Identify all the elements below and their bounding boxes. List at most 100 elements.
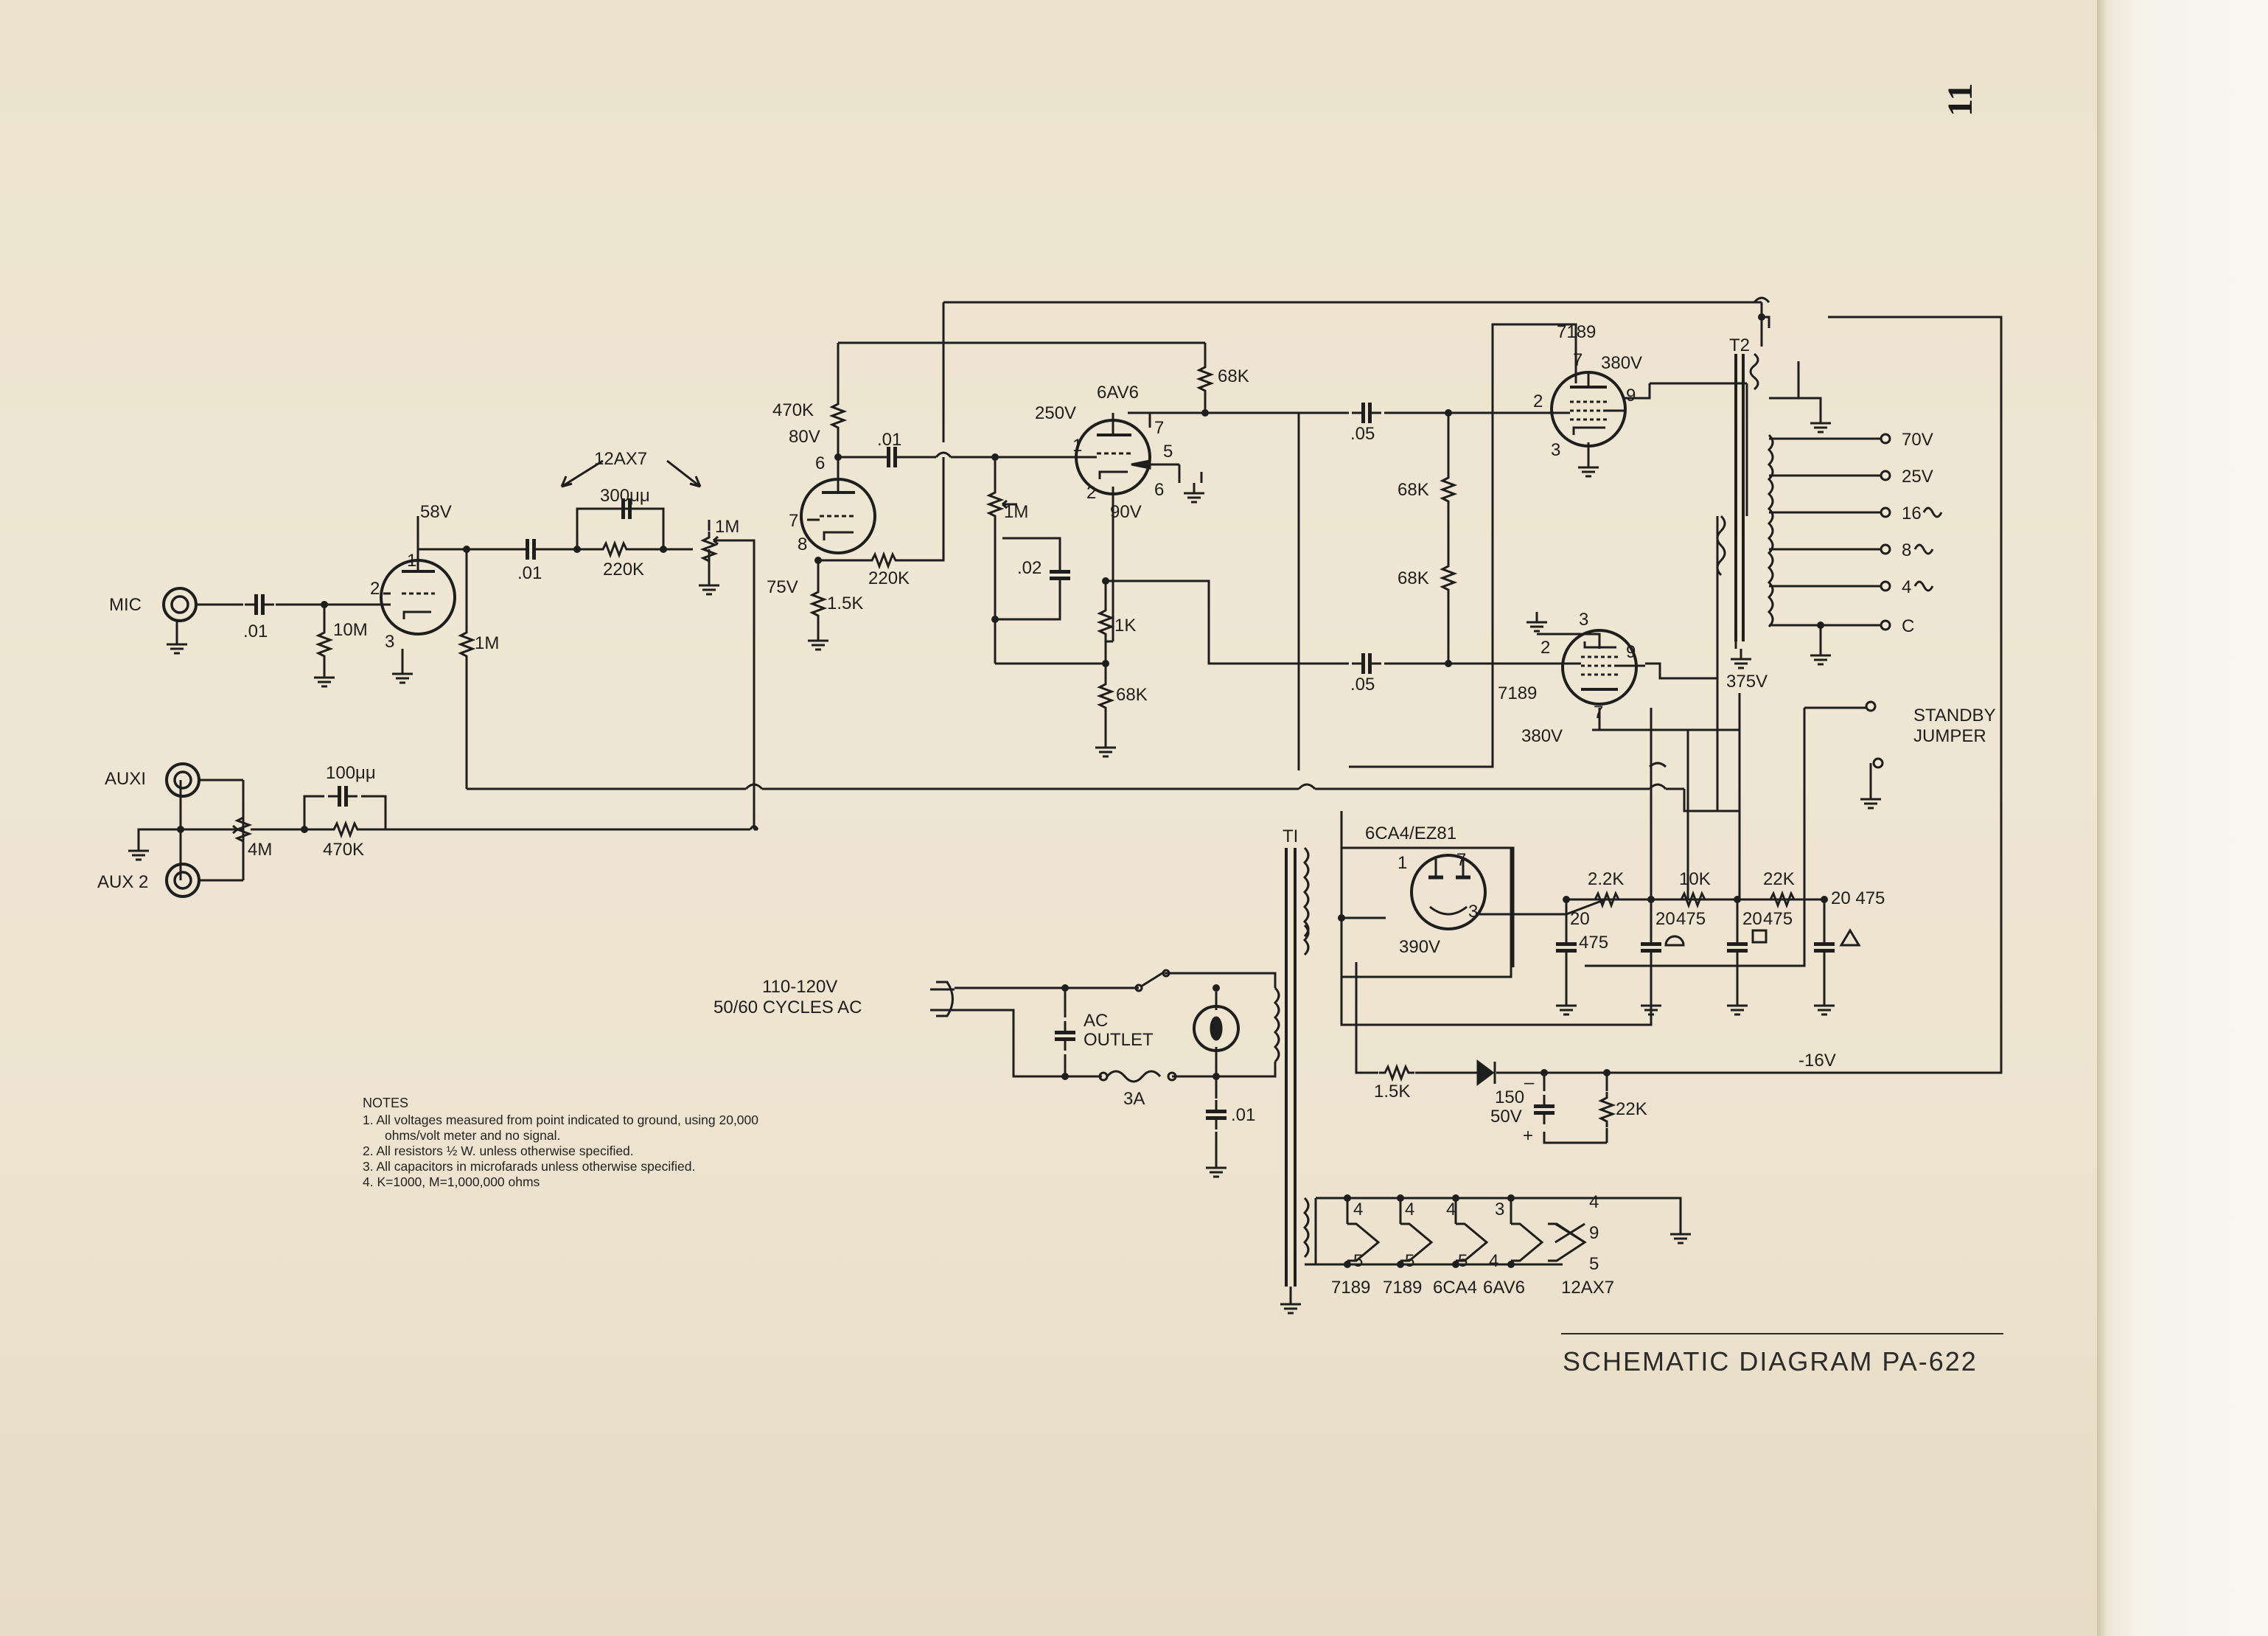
label-pin9d: 9	[1626, 642, 1636, 662]
diode-bias	[1467, 1059, 1496, 1086]
label-v380-bot: 380V	[1521, 726, 1563, 746]
wiring	[137, 301, 2003, 1266]
label-mic: MIC	[109, 595, 142, 615]
capacitor-filter-d	[1812, 931, 1836, 964]
label-c-20-b: 20	[1655, 909, 1675, 929]
label-rect-pin1: 1	[1398, 853, 1407, 873]
resistor-470k-aux	[327, 822, 365, 837]
label-c-50v: 50V	[1490, 1107, 1522, 1127]
label-fp-5a: 5	[1353, 1251, 1363, 1271]
ground-filter-d	[1812, 994, 1836, 1016]
label-fil-6av6: 6AV6	[1483, 1278, 1525, 1298]
resistor-1-5k-cathode	[811, 585, 826, 623]
label-v58: 58V	[420, 502, 452, 522]
label-pin2d: 2	[1541, 638, 1550, 658]
label-minus: –	[1524, 1073, 1535, 1093]
label-v390: 390V	[1399, 937, 1440, 957]
label-c-150: 150	[1495, 1087, 1524, 1107]
label-fp-4b: 4	[1405, 1200, 1414, 1219]
ground-tube1	[391, 662, 414, 684]
note-item: 2. All resistors ½ W. unless otherwise s…	[363, 1144, 634, 1158]
label-tap-c: C	[1902, 616, 1914, 636]
label-c-mic: .01	[243, 622, 268, 641]
filament-windings	[1346, 1198, 1587, 1264]
label-c-couple2: .01	[877, 430, 901, 450]
ground-standby	[1859, 787, 1883, 810]
label-fil-12ax7: 12AX7	[1561, 1278, 1614, 1298]
notes-block: NOTES 1. All voltages measured from poin…	[363, 1096, 775, 1190]
capacitor-couple2	[876, 445, 908, 469]
label-pin7d: 7	[1594, 703, 1603, 723]
label-pin2b: 2	[1086, 483, 1096, 503]
label-tap-8: 8	[1902, 540, 1911, 560]
fuse-3a	[1098, 1070, 1177, 1083]
neon-pilot-lamp-icon	[1193, 1005, 1240, 1052]
label-fp-3d: 3	[1495, 1200, 1504, 1219]
label-fp-5e: 5	[1589, 1254, 1599, 1274]
label-fil-7189a: 7189	[1331, 1278, 1370, 1298]
label-pin1b: 1	[1072, 436, 1082, 456]
label-pin7b: 7	[1154, 418, 1164, 438]
resistor-68k-mid2	[1441, 559, 1456, 597]
title-block: SCHEMATIC DIAGRAM PA-622	[1561, 1333, 2003, 1377]
label-fp-4d: 4	[1489, 1251, 1498, 1271]
label-fuse: 3A	[1123, 1089, 1145, 1109]
capacitor-filter-c	[1726, 931, 1749, 964]
label-c-475-b: 475	[1676, 909, 1706, 929]
label-pin8: 8	[798, 535, 807, 554]
label-fp-5c: 5	[1458, 1251, 1468, 1271]
ground-filter-a	[1555, 994, 1578, 1016]
ac-plug-icon	[930, 981, 955, 1017]
transformer-t2	[1716, 352, 1774, 811]
tap-terminal-25v	[1880, 470, 1891, 481]
label-r-470k-aux: 470K	[323, 840, 364, 860]
tube-12ax7-second	[800, 457, 876, 554]
potentiometer-tone	[988, 485, 1017, 523]
ground-10m	[313, 666, 336, 688]
label-fp-4a: 4	[1353, 1200, 1363, 1219]
resistor-470k-plate	[831, 397, 845, 435]
label-r-22k-filter: 22K	[1763, 869, 1795, 889]
label-plus: +	[1523, 1126, 1533, 1146]
capacitor-150uf	[1532, 1093, 1556, 1126]
label-v250: 250V	[1035, 403, 1076, 423]
label-ac: AC	[1084, 1011, 1108, 1031]
label-v-neg16: -16V	[1798, 1051, 1836, 1071]
ground-line	[1204, 1156, 1228, 1178]
label-pot-1m: 1M	[715, 517, 739, 537]
ground-pot	[697, 574, 721, 596]
label-r-68k-mid2: 68K	[1398, 568, 1429, 588]
aux2-jack	[165, 863, 200, 898]
label-c-05-bot: .05	[1350, 675, 1375, 695]
marker-triangle-icon	[1839, 928, 1861, 947]
label-jumper: JUMPER	[1913, 726, 1986, 746]
capacitor-02	[1048, 559, 1072, 591]
label-c-20-c: 20	[1742, 909, 1762, 929]
label-pin6b: 6	[1154, 480, 1164, 500]
label-c-20-d: 20 475	[1831, 888, 1885, 908]
label-r-220k-fb: 220K	[868, 568, 910, 588]
ground-7189-top	[1577, 456, 1600, 478]
ground-filter-c	[1726, 994, 1749, 1016]
resistor-220k-a	[596, 542, 634, 557]
capacitor-filter-a	[1555, 931, 1578, 964]
tube-7189-bottom	[1561, 629, 1645, 706]
label-standby: STANDBY	[1913, 706, 1996, 725]
label-12ax7: 12AX7	[594, 449, 647, 469]
label-c-02: .02	[1017, 558, 1041, 578]
label-v380-top: 380V	[1601, 353, 1642, 373]
ground-t2-c	[1809, 644, 1832, 666]
label-v75: 75V	[767, 577, 798, 597]
marker-tilde-icon	[1913, 507, 1943, 592]
label-v90: 90V	[1110, 502, 1142, 522]
capacitor-filter-b	[1639, 931, 1663, 964]
label-pin1: 1	[407, 551, 416, 571]
potentiometer-4m	[227, 810, 251, 849]
resistor-68k-bottom	[1098, 677, 1113, 715]
label-pin5b: 5	[1163, 442, 1173, 462]
label-tap-70v: 70V	[1902, 430, 1933, 450]
label-fp-5b: 5	[1405, 1251, 1414, 1271]
label-tap-4: 4	[1902, 577, 1911, 597]
capacitor-01-line	[1204, 1099, 1228, 1131]
label-r-1m-grid: 1M	[475, 633, 499, 653]
